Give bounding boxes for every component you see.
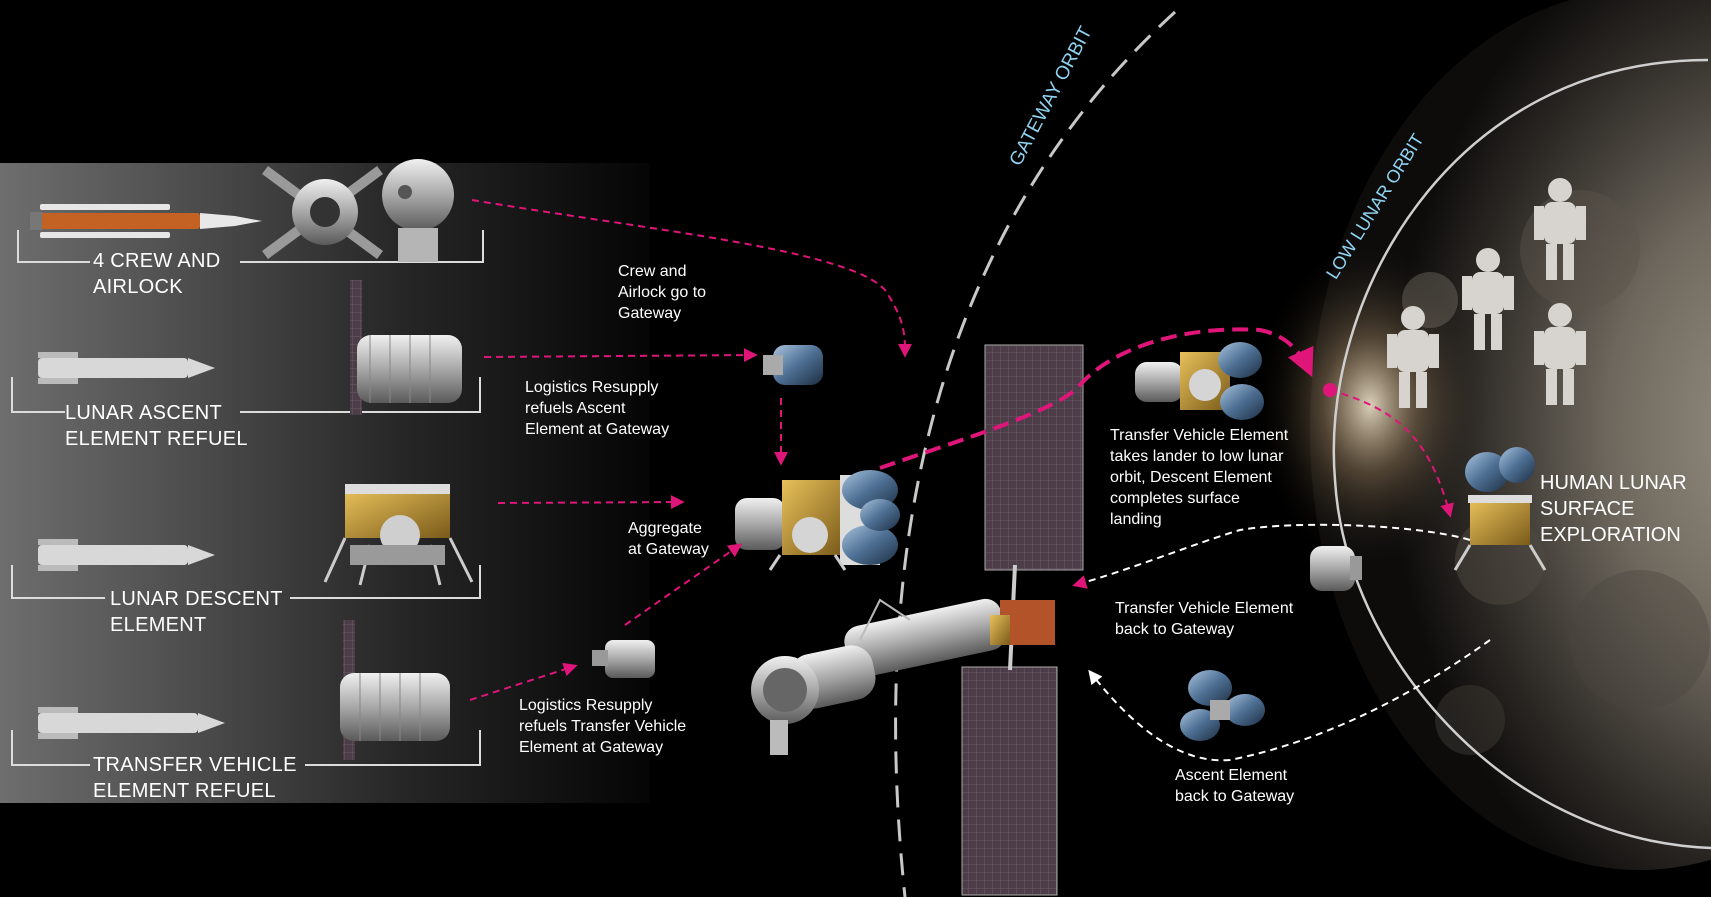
logistics-module-icon	[350, 280, 462, 415]
arrow-aggregate-to-llo	[879, 327, 1314, 470]
launch-label-4: TRANSFER VEHICLE ELEMENT REFUEL	[93, 752, 297, 804]
caption-line: Element at Gateway	[525, 421, 670, 438]
llo-transfer-point	[1323, 383, 1337, 397]
caption-line: refuels Ascent	[525, 400, 626, 417]
launch-label-4-line2: ELEMENT REFUEL	[93, 780, 276, 802]
caption-line: Transfer Vehicle Element	[1110, 427, 1289, 444]
caption-line: Transfer Vehicle Element	[1115, 600, 1294, 617]
arrow-row2-to-ascent	[483, 348, 758, 363]
caption-logistics-transfer: Logistics Resupply refuels Transfer Vehi…	[519, 695, 686, 758]
launch-label-3-line1: LUNAR DESCENT	[110, 588, 283, 610]
caption-surface-exploration: HUMAN LUNAR SURFACE EXPLORATION	[1540, 470, 1687, 548]
bracket-1	[17, 230, 484, 263]
return-arrows	[1072, 523, 1491, 762]
caption-aggregate: Aggregate at Gateway	[628, 518, 709, 560]
caption-line: SURFACE	[1540, 498, 1635, 520]
caption-logistics-ascent: Logistics Resupply refuels Ascent Elemen…	[525, 377, 669, 440]
caption-crew-airlock: Crew and Airlock go to Gateway	[618, 261, 706, 324]
caption-line: HUMAN LUNAR	[1540, 472, 1687, 494]
caption-line: takes lander to low lunar	[1110, 448, 1284, 465]
airlock-icon	[382, 159, 454, 262]
caption-line: Aggregate	[628, 520, 702, 537]
launch-label-4-line1: TRANSFER VEHICLE	[93, 754, 297, 776]
transfer-vehicle-return-icon	[1310, 546, 1362, 591]
caption-line: Ascent Element	[1175, 767, 1288, 784]
bracket-3	[11, 565, 481, 599]
launch-label-3: LUNAR DESCENT ELEMENT	[110, 586, 283, 638]
arrow-row3-to-aggregate	[497, 495, 685, 510]
astronaut-icon	[1387, 178, 1586, 408]
caption-line: orbit, Descent Element	[1110, 469, 1272, 486]
moon	[1250, 0, 1711, 870]
caption-line: Gateway	[618, 305, 682, 322]
launch-label-1-line2: AIRLOCK	[93, 276, 183, 298]
caption-line: at Gateway	[628, 541, 709, 558]
bracket-2	[11, 377, 481, 413]
caption-line: Logistics Resupply	[525, 379, 659, 396]
launch-label-2-line1: LUNAR ASCENT	[65, 402, 222, 424]
launch-label-3-line2: ELEMENT	[110, 614, 207, 636]
gateway-station-icon	[751, 344, 1084, 896]
rocket-icon-2	[38, 352, 215, 384]
rocket-icon-4	[38, 707, 225, 739]
launch-label-2-line2: ELEMENT REFUEL	[65, 428, 248, 450]
low-lunar-orbit-line	[1332, 58, 1711, 850]
gateway-orbit-line	[894, 10, 1177, 897]
caption-ascent-back: Ascent Element back to Gateway	[1175, 765, 1294, 807]
orion-icon	[262, 165, 383, 260]
caption-line: back to Gateway	[1175, 788, 1295, 805]
launch-panel	[0, 163, 650, 803]
arrow-row4-to-logistics	[469, 662, 578, 701]
launch-label-1-line1: 4 CREW AND	[93, 250, 221, 272]
arrow-llo-to-transfer	[1072, 523, 1471, 589]
caption-line: Airlock go to	[618, 284, 707, 301]
caption-transfer-back: Transfer Vehicle Element back to Gateway	[1115, 598, 1293, 640]
arrow-llo-to-surface	[1329, 389, 1454, 518]
transfer-lander-stack-icon	[1135, 342, 1264, 420]
caption-line: EXPLORATION	[1540, 524, 1681, 546]
ascent-element-small-icon	[763, 345, 823, 385]
caption-line: Crew and	[618, 263, 687, 280]
arrow-surface-to-ascent	[1088, 639, 1491, 762]
arrow-crew-to-gateway	[471, 199, 912, 358]
sls-rocket-icon	[30, 204, 262, 238]
descent-element-icon	[323, 484, 474, 586]
caption-line: Logistics Resupply	[519, 697, 653, 714]
rocket-icon-3	[38, 539, 215, 571]
logistics-small-icon	[592, 640, 655, 678]
launch-label-1: 4 CREW AND AIRLOCK	[93, 248, 220, 300]
caption-line: completes surface	[1110, 490, 1240, 507]
bracket-4	[11, 730, 481, 766]
landed-lander-icon	[1453, 447, 1547, 571]
flow-arrows	[469, 199, 1454, 701]
logistics-module-icon-2	[340, 620, 450, 760]
ascent-element-return-icon	[1180, 670, 1265, 741]
caption-line: refuels Transfer Vehicle	[519, 718, 687, 735]
aggregate-stack-icon	[735, 470, 900, 571]
caption-line: back to Gateway	[1115, 621, 1235, 638]
caption-transfer-to-llo: Transfer Vehicle Element takes lander to…	[1110, 425, 1288, 530]
caption-line: Element at Gateway	[519, 739, 664, 756]
caption-line: landing	[1110, 511, 1162, 528]
launch-label-2: LUNAR ASCENT ELEMENT REFUEL	[65, 400, 248, 452]
